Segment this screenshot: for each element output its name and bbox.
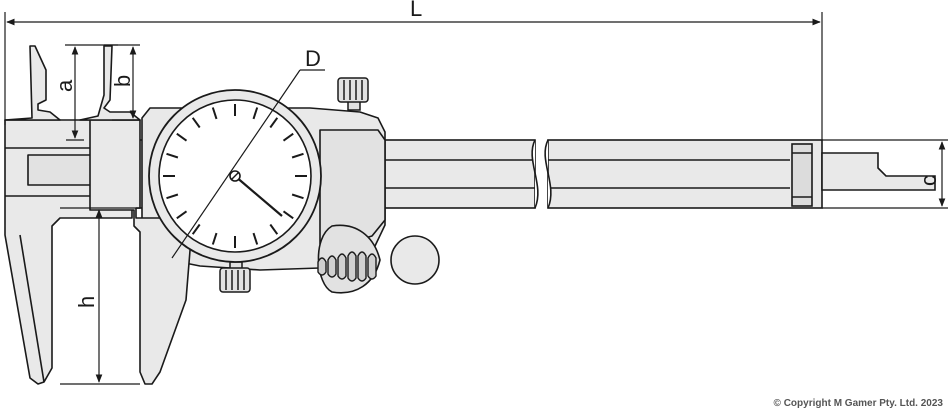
dial-tick bbox=[166, 152, 179, 159]
dimension-c-label: c bbox=[916, 175, 941, 186]
dial-needle bbox=[234, 175, 283, 217]
dimension-D bbox=[171, 69, 325, 259]
bezel-screw bbox=[219, 261, 251, 293]
dial-tick bbox=[269, 223, 279, 235]
dimension-b-label: b bbox=[110, 75, 135, 87]
dimension-b bbox=[104, 44, 140, 121]
dial bbox=[148, 89, 322, 263]
dimension-h-label: h bbox=[74, 296, 99, 308]
dimension-h bbox=[60, 207, 140, 385]
dial-tick bbox=[191, 117, 201, 129]
dimension-L bbox=[4, 12, 823, 140]
dial-tick bbox=[282, 132, 294, 142]
locking-screw bbox=[337, 77, 369, 111]
dial-tick bbox=[282, 210, 294, 220]
dial-tick bbox=[291, 152, 304, 159]
dial-tick bbox=[291, 193, 304, 200]
dial-tick bbox=[211, 107, 218, 120]
fixed-jaw bbox=[4, 45, 133, 385]
dial-tick bbox=[252, 107, 259, 120]
dial-tick bbox=[176, 132, 188, 142]
dial-ticks bbox=[163, 104, 307, 248]
dial-tick bbox=[269, 117, 279, 129]
dial-tick bbox=[252, 232, 259, 245]
thumb-wheel bbox=[317, 224, 440, 294]
dial-tick bbox=[166, 193, 179, 200]
beam-end-clip bbox=[791, 143, 813, 207]
depth-rod bbox=[821, 152, 936, 191]
dimension-D-label: D bbox=[305, 46, 321, 71]
dial-tick bbox=[176, 210, 188, 220]
dimension-a-label: a bbox=[52, 79, 77, 92]
dimension-L-label: L bbox=[410, 0, 422, 21]
dial-tick bbox=[191, 223, 201, 235]
copyright-text: © Copyright M Gamer Pty. Ltd. 2023 bbox=[773, 398, 943, 409]
dimension-c bbox=[822, 139, 948, 209]
dial-tick bbox=[211, 232, 218, 245]
